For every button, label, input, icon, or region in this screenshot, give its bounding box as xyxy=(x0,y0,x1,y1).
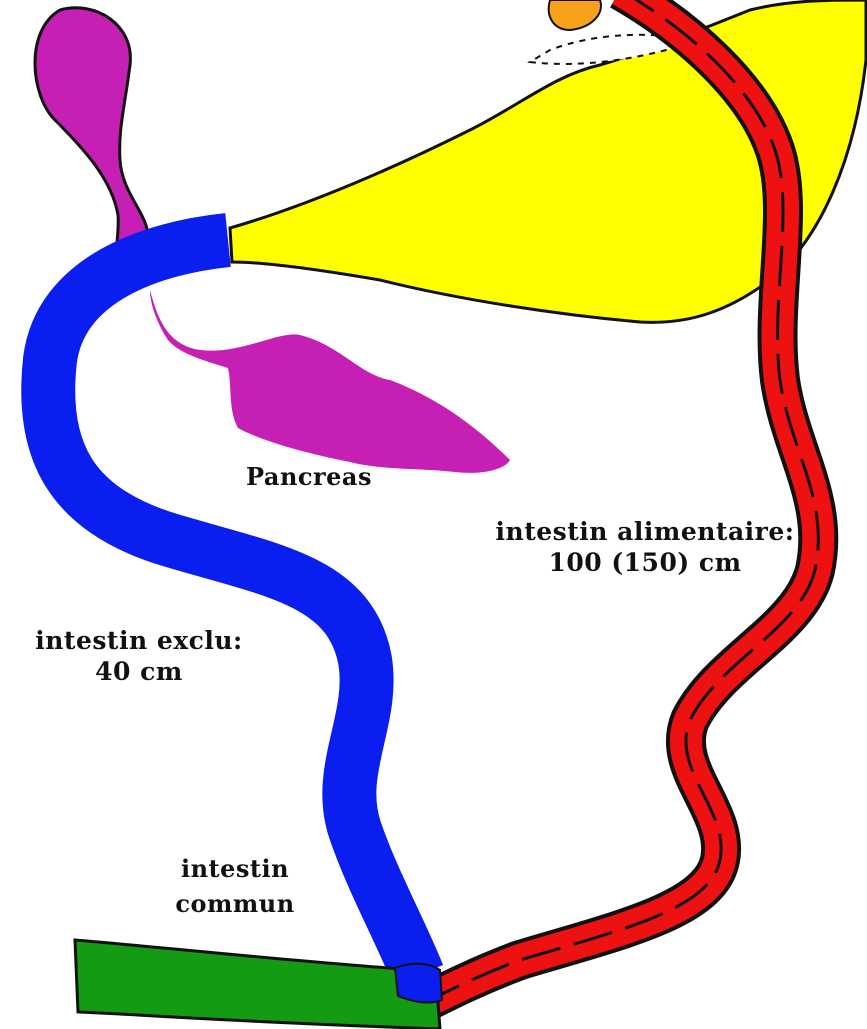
pancreas-organ xyxy=(150,290,510,473)
gastric-pouch xyxy=(549,0,601,30)
intestin-commun-line2: commun xyxy=(150,887,320,922)
intestin-alimentaire-title: intestin alimentaire: xyxy=(480,516,810,547)
intestin-commun-line1: intestin xyxy=(150,852,320,887)
pancreas-label: Pancreas xyxy=(246,462,372,492)
intestin-exclu-title: intestin exclu: xyxy=(14,625,264,656)
anastomosis xyxy=(395,964,442,1003)
intestin-alimentaire-label: intestin alimentaire: 100 (150) cm xyxy=(480,516,810,579)
intestin-alimentaire-length: 100 (150) cm xyxy=(480,547,810,578)
intestin-commun-label: intestin commun xyxy=(150,852,320,922)
intestin-exclu-length: 40 cm xyxy=(14,656,264,687)
pancreas-label-text: Pancreas xyxy=(246,462,372,492)
intestin-exclu-label: intestin exclu: 40 cm xyxy=(14,625,264,688)
